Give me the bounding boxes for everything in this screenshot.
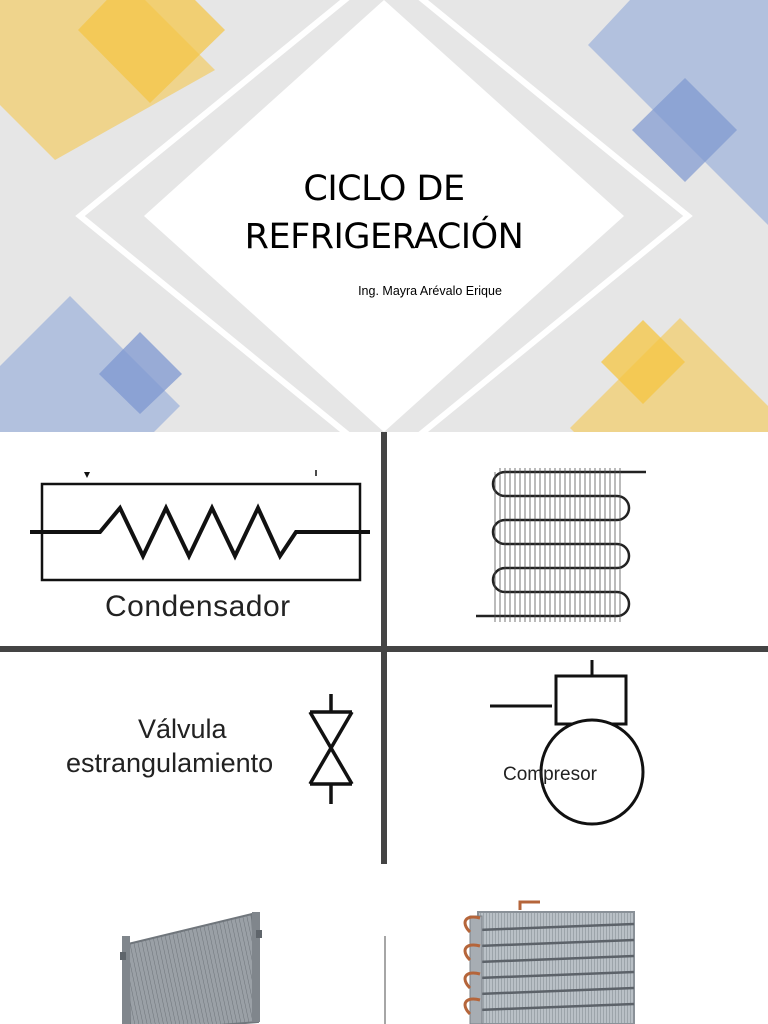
valve-label-line-1: Válvula [138, 714, 227, 744]
evaporator-photo [463, 900, 635, 1024]
author-subtitle: Ing. Mayra Arévalo Erique [358, 284, 502, 298]
compressor-label: Compresor [503, 764, 597, 785]
title-line-2: REFRIGERACIÓN [244, 217, 524, 257]
evaporator-coil-icon [476, 468, 646, 622]
condenser-symbol-icon [30, 470, 370, 582]
photos-drawing [120, 900, 635, 1024]
condenser-photo [120, 912, 262, 1024]
title-line-1: CICLO DE [303, 169, 465, 209]
symbols-drawing [0, 432, 768, 864]
compressor-symbol-icon [490, 660, 645, 826]
throttling-valve-icon [308, 694, 354, 804]
slide-background [0, 0, 768, 432]
photos-row [0, 872, 768, 1024]
title-slide: CICLO DE REFRIGERACIÓN Ing. Mayra Aréval… [0, 0, 768, 432]
symbols-grid: Condensador Válvula estrangulamiento Com… [0, 432, 768, 872]
slide-title: CICLO DE REFRIGERACIÓN [184, 165, 584, 261]
condenser-label: Condensador [105, 590, 291, 623]
horizontal-divider [0, 646, 768, 652]
valve-label-line-2: estrangulamiento [66, 748, 274, 778]
